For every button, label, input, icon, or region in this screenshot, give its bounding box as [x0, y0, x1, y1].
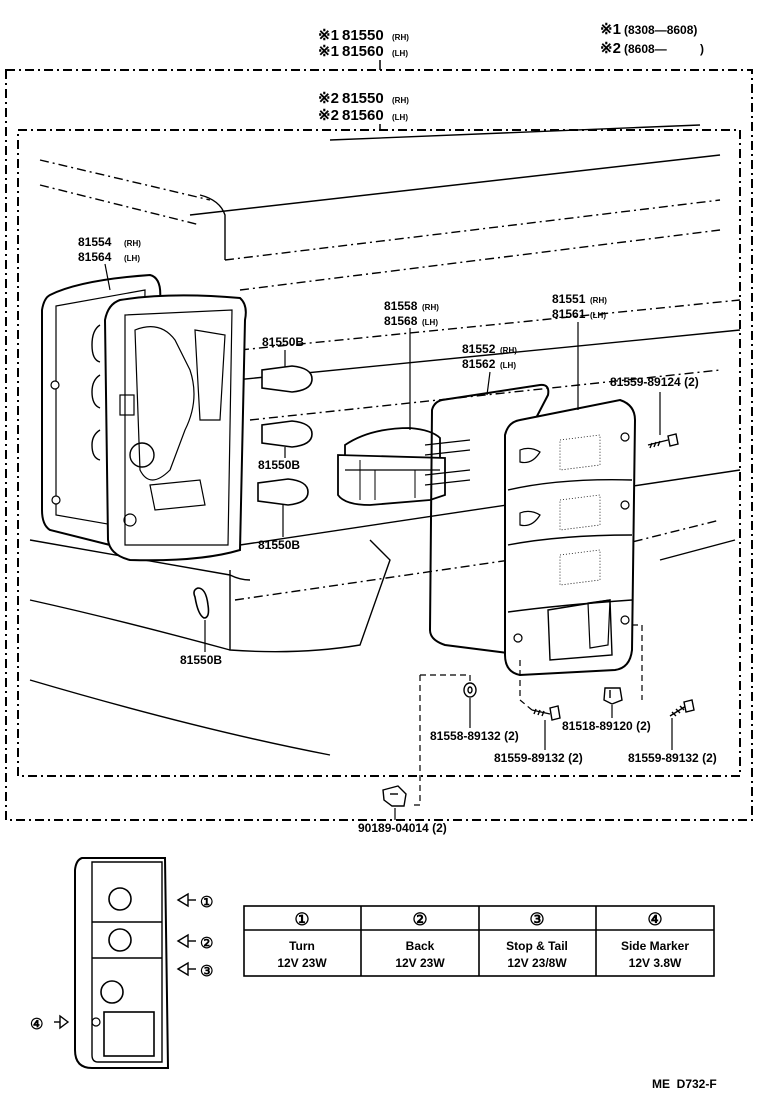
screw-top: [647, 433, 679, 449]
table-header-1: ①: [294, 910, 309, 929]
outer-assembly-frame: [5, 69, 753, 821]
label-screw-top: 81559-89124 (2): [610, 375, 699, 389]
table-rating-4: 12V 3.8W: [629, 956, 682, 970]
bulb-side-marker: [193, 587, 210, 619]
socket-plate: [91, 294, 247, 562]
label-81552: 81552: [462, 342, 496, 356]
label-81568: 81568: [384, 314, 418, 328]
vehicle-body-sketch: [29, 124, 741, 756]
label-81564-side: (LH): [124, 254, 140, 263]
label-81562-side: (LH): [500, 361, 516, 370]
table-header-3: ③: [529, 910, 544, 929]
inner-assembly-frame: [17, 129, 741, 777]
ref1-lh-number: 81560: [342, 43, 384, 60]
ref2-mark: ※2: [318, 90, 339, 107]
ref1-mark: ※1: [318, 27, 339, 44]
label-81552-side: (RH): [500, 346, 517, 355]
ref2-lh-side: (LH): [392, 113, 408, 122]
diagram-code: ME D732-F: [652, 1077, 717, 1091]
ref1-mark-2: ※1: [318, 43, 339, 60]
label-washer: 81558-89132 (2): [430, 729, 519, 743]
schematic-arrows: [54, 892, 196, 1030]
label-81561: 81561: [552, 307, 586, 321]
ref1-lh-side: (LH): [392, 49, 408, 58]
table-rating-3: 12V 23/8W: [507, 956, 567, 970]
label-81551-side: (RH): [590, 296, 607, 305]
bulb-turn: [261, 365, 313, 393]
label-81554: 81554: [78, 235, 112, 249]
nut: [382, 785, 407, 807]
label-81558: 81558: [384, 299, 418, 313]
clip: [603, 687, 623, 705]
legend2-range: (8608— ): [624, 42, 704, 56]
pointer-2: ②: [200, 935, 213, 952]
bulb-spec-table: [243, 905, 715, 977]
gasket-81552: [428, 383, 550, 655]
label-clip: 81518-89120 (2): [562, 719, 651, 733]
lamp-schematic: [74, 857, 170, 1069]
table-name-4: Side Marker: [621, 939, 689, 953]
fastener-connection-lines: [410, 624, 643, 806]
label-81561-side: (LH): [590, 311, 606, 320]
ref2-mark-2: ※2: [318, 107, 339, 124]
label-screw-mid: 81559-89132 (2): [494, 751, 583, 765]
leader-81554: [104, 263, 111, 291]
label-screw-right: 81559-89132 (2): [628, 751, 717, 765]
pointer-1: ①: [200, 894, 213, 911]
bulb-stop-tail: [257, 478, 309, 506]
screw-mid: [531, 705, 561, 721]
bulb-table-text: ① ② ③ ④ Turn Back Stop & Tail Side Marke…: [277, 910, 689, 970]
table-header-2: ②: [412, 910, 427, 929]
ref2-rh-side: (RH): [392, 96, 409, 105]
screw-right: [669, 699, 695, 717]
legend2-mark: ※2: [600, 40, 621, 57]
table-name-1: Turn: [289, 939, 315, 953]
side-marker-lamp: [337, 427, 471, 506]
pointer-3: ③: [200, 963, 213, 980]
washer: [463, 682, 477, 698]
label-81568-side: (LH): [422, 318, 438, 327]
lens-81551: [504, 398, 637, 677]
legend1-mark: ※1: [600, 21, 621, 38]
label-bulb-b: 81550B: [258, 458, 300, 472]
label-81562: 81562: [462, 357, 496, 371]
ref2-lh-number: 81560: [342, 107, 384, 124]
table-rating-1: 12V 23W: [277, 956, 327, 970]
ref2-rh-number: 81550: [342, 90, 384, 107]
label-81551: 81551: [552, 292, 586, 306]
table-header-4: ④: [647, 910, 662, 929]
label-81554-side: (RH): [124, 239, 141, 248]
label-bulb-a: 81550B: [262, 335, 304, 349]
label-bulb-d: 81550B: [180, 653, 222, 667]
legend1-range: (8308—8608): [624, 23, 697, 37]
header-callouts: ※1 81550 (RH) ※1 81560 (LH) ※1 (8308—860…: [318, 21, 704, 124]
label-81558-side: (RH): [422, 303, 439, 312]
leader-81552: [486, 371, 491, 396]
label-nut: 90189-04014 (2): [358, 821, 447, 835]
pointer-4: ④: [30, 1016, 43, 1033]
table-name-3: Stop & Tail: [506, 939, 568, 953]
label-bulb-c: 81550B: [258, 538, 300, 552]
table-name-2: Back: [406, 939, 435, 953]
bulb-back: [261, 420, 313, 448]
table-rating-2: 12V 23W: [395, 956, 445, 970]
ref1-rh-side: (RH): [392, 33, 409, 42]
ref1-rh-number: 81550: [342, 27, 384, 44]
label-81564: 81564: [78, 250, 112, 264]
